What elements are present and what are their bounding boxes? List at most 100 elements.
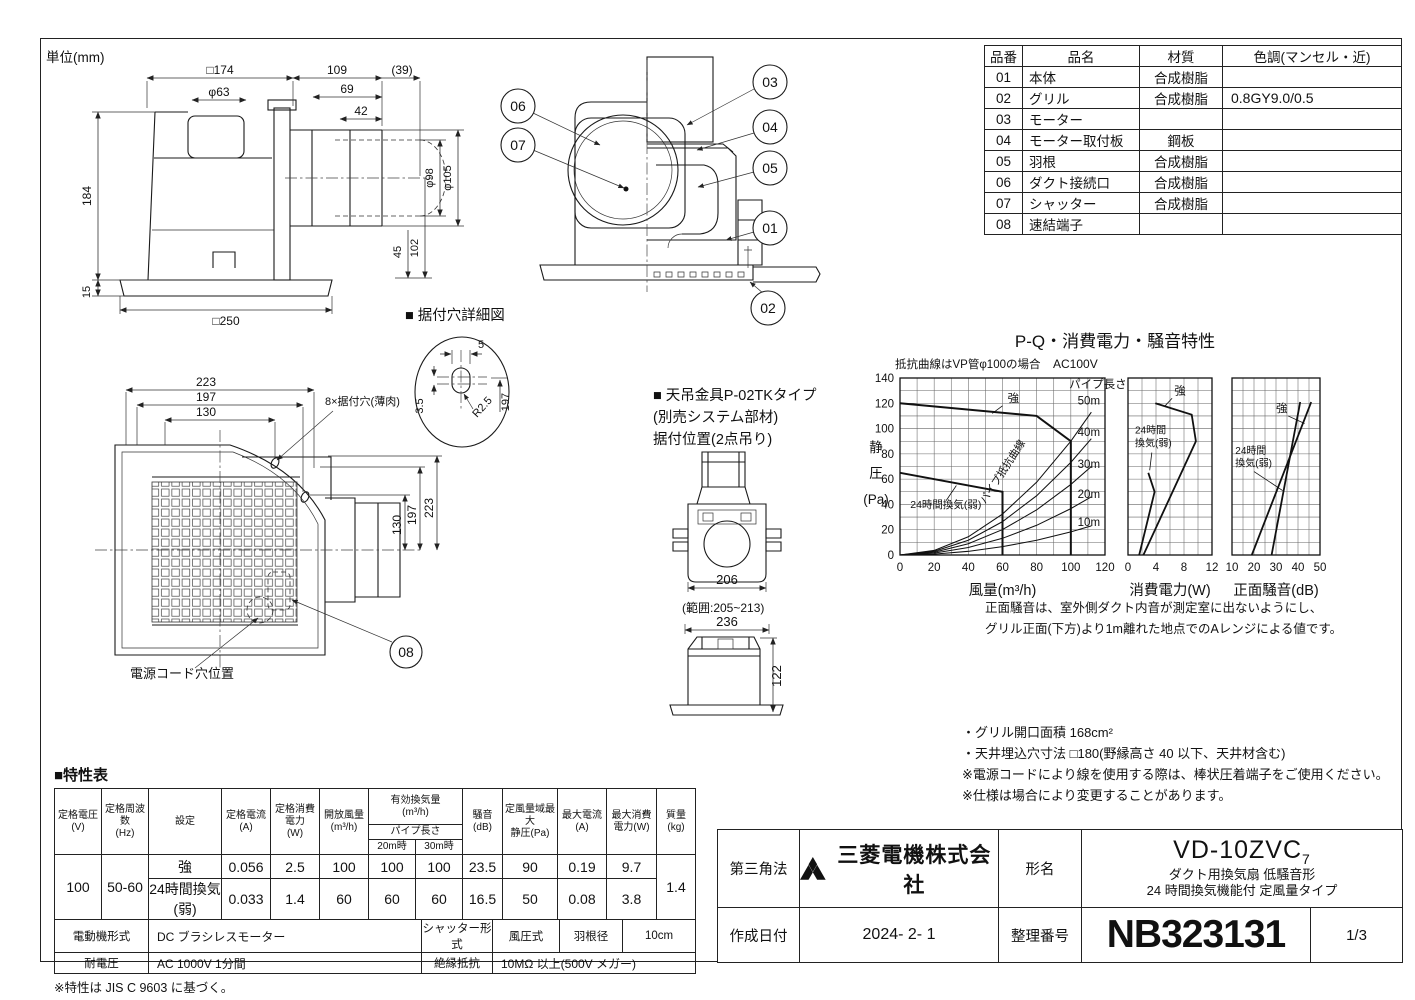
model-cell: VD-10ZVC7 ダクト用換気扇 低騒音形 24 時間換気機能付 定風量タイプ [1081, 829, 1403, 908]
date-label: 作成日付 [717, 907, 800, 963]
y-tick: 0 [888, 550, 894, 562]
spec-weak-maxstatic: 50 [502, 878, 558, 920]
parts-cell: 04 [984, 129, 1023, 151]
spec-strong-current: 0.056 [221, 854, 271, 879]
charts-title: P-Q・消費電力・騒音特性 [1015, 332, 1215, 351]
curve-label: 強 [1174, 384, 1186, 397]
curve-label: パイプ長さ [1069, 378, 1127, 391]
curve-label: 10m [1078, 517, 1100, 529]
spec-bottom-table2: 耐電圧 AC 1000V 1分間 絶縁抵抗 10MΩ 以上(500V メガー) [54, 952, 696, 974]
spec-weak-current: 0.033 [221, 878, 271, 920]
parts-cell: 合成樹脂 [1139, 87, 1223, 109]
parts-cell: 05 [984, 150, 1023, 172]
bracket-dim-122: 122 [769, 665, 784, 687]
side-view-geometry [119, 99, 447, 297]
parts-cell: 08 [984, 213, 1023, 235]
curve-label: 換気(弱) [1235, 457, 1272, 470]
spec-h-power: 定格消費電力 (W) [270, 788, 320, 855]
dim-dia105: φ105 [442, 165, 454, 191]
series-強 ファン特性 [899, 402, 1072, 555]
series-パイプ抵抗曲線 40m [899, 438, 1092, 556]
spec-insulation-label: 絶縁抵抗 [421, 952, 493, 974]
spec-weak-noise: 16.5 [462, 878, 503, 920]
parts-cell: 02 [984, 87, 1023, 109]
parts-cell [1222, 66, 1402, 88]
parts-col-number: 品番 [984, 45, 1023, 67]
y-tick: 60 [881, 474, 894, 486]
chart-note-line2: グリル正面(下方)より1m離れた地点でのAレンジによる値です。 [985, 622, 1343, 636]
x-tick: 40 [962, 562, 975, 574]
x-tick: 8 [1181, 562, 1187, 574]
spec-withstand-value: AC 1000V 1分間 [148, 952, 422, 974]
spec-h-mass: 質量 (kg) [656, 788, 696, 855]
y-tick: 140 [875, 373, 894, 385]
curve-label: 強 [1276, 402, 1288, 415]
x-tick: 50 [1314, 562, 1327, 574]
section-view-geometry [539, 56, 821, 292]
parts-cell [1222, 108, 1402, 130]
spec-strong-30m: 100 [415, 854, 463, 879]
series-パイプ抵抗曲線 10m [899, 525, 1092, 556]
x-axis-title: 風量(m³/h) [969, 583, 1037, 599]
parts-cell [1222, 213, 1402, 235]
note-ceiling-hole: ・天井埋込穴寸法 □180(野縁高さ 40 以下、天井材含む) [962, 746, 1286, 761]
parts-cell: 羽根 [1022, 150, 1140, 172]
spec-weak-maxpower: 3.8 [606, 878, 657, 920]
x-axis-title: 消費電力(W) [1129, 582, 1210, 599]
parts-cell: 07 [984, 192, 1023, 214]
dim-45: 45 [392, 246, 404, 258]
section-view-drawing: 06 07 03 04 05 01 02 [500, 56, 821, 326]
spec-row-weak: 24時間換気(弱) 0.033 1.4 60 60 60 16.5 50 0.0… [55, 878, 696, 920]
spec-bottom-table: 電動機形式 DC ブラシレスモーター シャッター形式 風圧式 羽根径 10cm [54, 919, 696, 953]
grille-plan-drawing: 223 197 130 8×据付穴(薄肉) 130 197 223 電源コード穴… [95, 375, 442, 681]
y-axis-title: 圧 [869, 466, 883, 481]
document-number: NB323131 [1081, 907, 1311, 963]
grille-rdim-130: 130 [390, 515, 404, 535]
bracket-sub1: (別売システム部材) [653, 409, 778, 426]
spec-motor-value: DC ブラシレスモーター [148, 919, 422, 953]
section-view-callouts: 06 07 03 04 05 01 02 [500, 64, 788, 326]
parts-cell: 鋼板 [1139, 129, 1223, 151]
curve-label: 30m [1078, 459, 1100, 471]
spec-h-maxstatic: 定風量域最大 静圧(Pa) [502, 788, 558, 855]
dim-109: 109 [327, 63, 347, 77]
grille-rdim-197: 197 [405, 505, 419, 525]
dim-102: 102 [409, 239, 421, 257]
y-axis-title: 静 [869, 440, 883, 455]
spec-weak-openflow: 60 [319, 878, 369, 920]
dim-sq250: □250 [212, 314, 240, 328]
x-tick: 20 [1248, 562, 1261, 574]
series-24時間換気(弱) ファン特性 [899, 471, 1004, 555]
bracket-dim-206: 206 [716, 572, 738, 587]
curve-label: 50m [1078, 396, 1100, 408]
curve-label: 20m [1078, 489, 1100, 501]
parts-cell: 合成樹脂 [1139, 150, 1223, 172]
unit-label: 単位(mm) [46, 50, 105, 65]
side-view-dimensions: □174 109 (39) φ63 69 42 184 15 □250 φ98 … [80, 63, 464, 328]
curve-label: 24時間 [1235, 445, 1266, 457]
company-name: 三菱電機株式会社 [837, 843, 992, 897]
spec-h-30m: 30m時 [415, 839, 463, 855]
spec-weak-30m: 60 [415, 878, 463, 920]
spec-h-maxcurrent: 最大電流 (A) [557, 788, 607, 855]
parts-cell [1139, 213, 1223, 235]
chart-note-line1: 正面騒音は、室外側ダクト内音が測定室に出ないようにし、 [985, 601, 1323, 615]
spec-strong-maxcurrent: 0.19 [557, 854, 607, 879]
spec-strong-setting: 強 [148, 854, 222, 879]
x-axis-title: 正面騒音(dB) [1233, 582, 1318, 599]
mounting-holes-label: 8×据付穴(薄肉) [325, 394, 400, 408]
spec-title: ■特性表 [54, 767, 109, 784]
spec-strong-maxpower: 9.7 [606, 854, 657, 879]
spec-weak-maxcurrent: 0.08 [557, 878, 607, 920]
spec-insulation-value: 10MΩ 以上(500V メガー) [492, 952, 696, 974]
dim-184: 184 [80, 186, 94, 206]
